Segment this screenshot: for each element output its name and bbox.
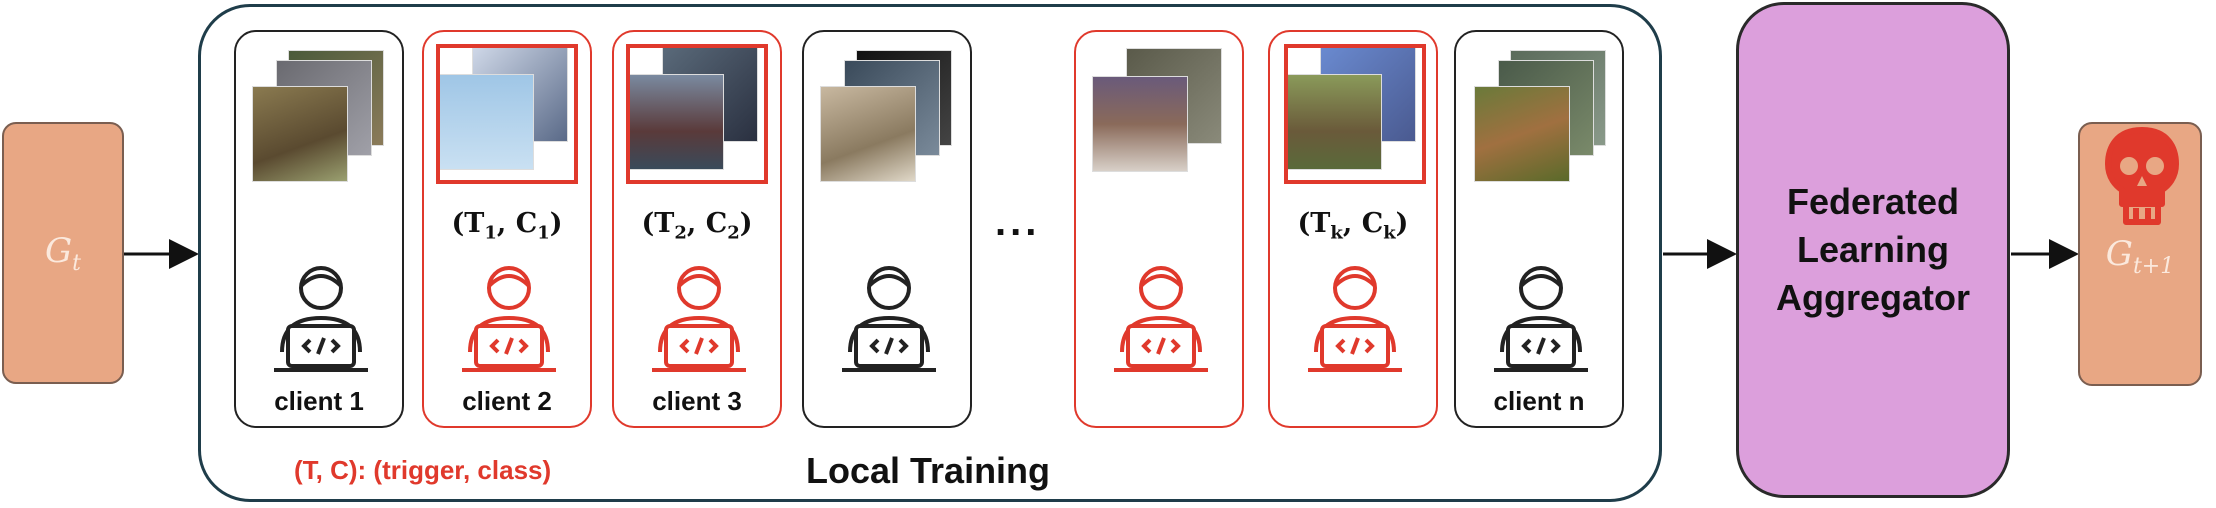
client-label: client 3	[652, 386, 742, 416]
client-card-n: client n	[1454, 30, 1624, 428]
trigger-class-pair: (T2, C2)	[641, 208, 753, 244]
client-card-5	[1074, 30, 1244, 428]
developer-laptop-icon	[1114, 266, 1208, 372]
poisoned-global-model-label: Gt+1	[2105, 234, 2175, 279]
aggregator-label: Federated Learning Aggregator	[1775, 181, 1970, 318]
client-card-3: (T2, C2) client 3	[612, 30, 782, 428]
developer-laptop-icon	[1308, 266, 1402, 372]
ellipsis: ...	[995, 200, 1041, 244]
aggregator-box: Federated Learning Aggregator	[1736, 2, 2010, 498]
developer-laptop-icon	[462, 266, 556, 372]
global-model-output: Gt+1	[2078, 122, 2202, 386]
global-model-input: Gt	[2, 122, 124, 384]
section-title: Local Training	[806, 450, 1051, 491]
developer-laptop-icon	[274, 266, 368, 372]
client-label: client n	[1493, 386, 1585, 416]
developer-laptop-icon	[1494, 266, 1588, 372]
global-model-label: Gt	[44, 230, 81, 276]
trigger-class-pair: (Tk, Ck)	[1297, 208, 1409, 244]
client-card-4	[802, 30, 972, 428]
client-label: client 2	[462, 386, 552, 416]
trigger-class-pair: (T1, C1)	[451, 208, 563, 244]
client-card-k: (Tk, Ck)	[1268, 30, 1438, 428]
client-card-2: (T1, C1) client 2	[422, 30, 592, 428]
client-label: client 1	[274, 386, 364, 416]
developer-laptop-icon	[842, 266, 936, 372]
client-card-1: client 1	[234, 30, 404, 428]
developer-laptop-icon	[652, 266, 746, 372]
skull-icon	[2105, 127, 2179, 225]
legend-trigger-class: (T, C): (trigger, class)	[294, 455, 552, 485]
